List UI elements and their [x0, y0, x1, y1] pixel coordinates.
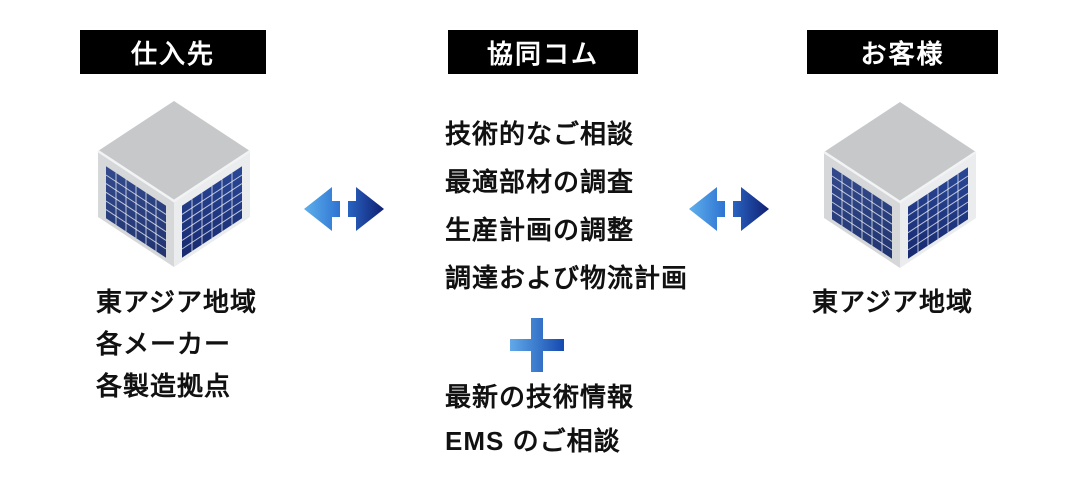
service-item: 最適部材の調査 [445, 167, 635, 197]
customer-attribute: 東アジア地域 [812, 287, 973, 317]
customer-cube-icon [823, 102, 977, 268]
company-services-list: 技術的なご相談 最適部材の調査 生産計画の調整 調達および物流計画 [445, 110, 688, 302]
supplier-attribute: 各メーカー [96, 329, 232, 359]
supplier-attribute: 各製造拠点 [96, 371, 232, 401]
supplier-company-arrow-icon [304, 187, 384, 231]
company-extra-services-list: 最新の技術情報 EMS のご相談 [445, 375, 634, 463]
header-company: 協同コム [448, 30, 638, 74]
supplier-attributes-list: 東アジア地域 各メーカー 各製造拠点 [96, 281, 257, 407]
service-item: 生産計画の調整 [445, 215, 635, 245]
customer-attributes-list: 東アジア地域 [812, 281, 973, 323]
plus-icon [510, 318, 564, 372]
extra-service-item: 最新の技術情報 [445, 382, 635, 412]
service-item: 調達および物流計画 [445, 263, 689, 293]
header-customer: お客様 [807, 30, 998, 74]
header-supplier-label: 仕入先 [130, 38, 215, 69]
extra-service-item: EMS のご相談 [445, 426, 621, 456]
header-supplier: 仕入先 [80, 30, 266, 74]
company-customer-arrow-icon [689, 187, 769, 231]
header-company-label: 協同コム [486, 38, 599, 69]
header-customer-label: お客様 [860, 38, 945, 69]
service-item: 技術的なご相談 [445, 119, 635, 149]
supplier-cube-icon [97, 101, 251, 267]
supplier-attribute: 東アジア地域 [96, 287, 257, 317]
